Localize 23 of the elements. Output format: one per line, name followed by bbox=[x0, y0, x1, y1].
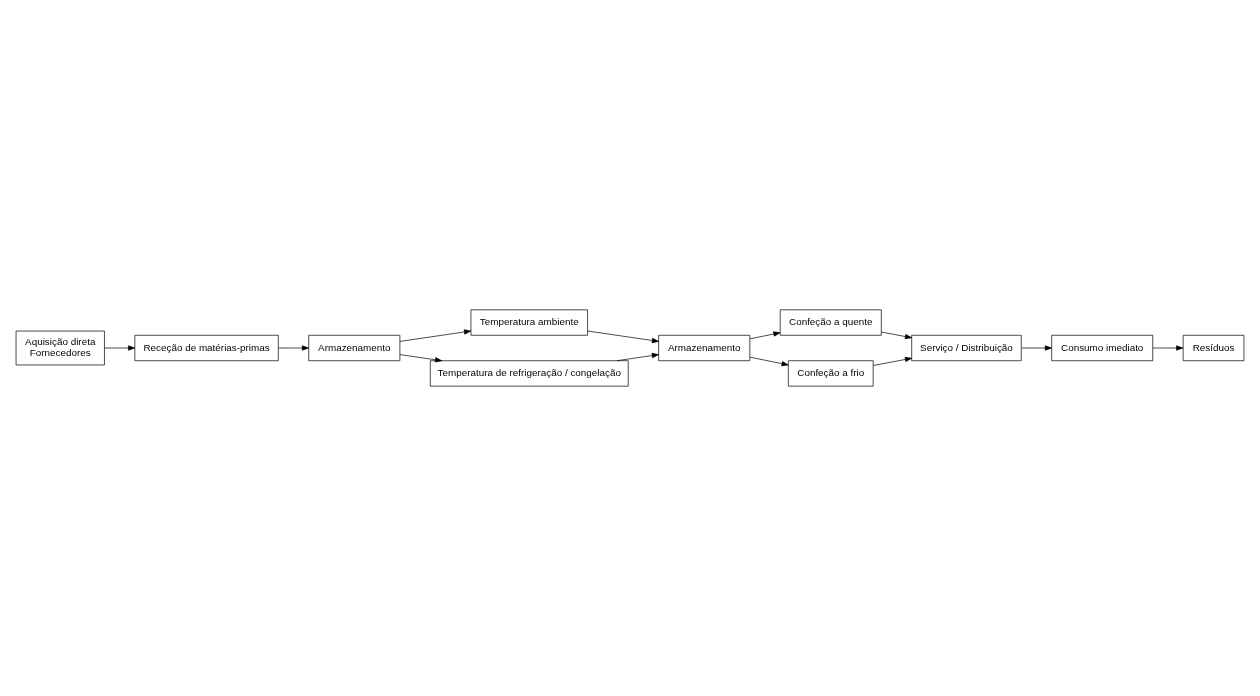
arrow bbox=[104, 345, 136, 351]
node-box: Armazenamento bbox=[308, 334, 401, 362]
arrow bbox=[278, 345, 309, 351]
node-box: Confeção a quente bbox=[779, 309, 882, 336]
arrow bbox=[1152, 345, 1184, 351]
arrow bbox=[749, 331, 781, 340]
node-box: Serviço / Distribuição bbox=[911, 334, 1022, 362]
arrow bbox=[872, 356, 913, 366]
node-box: Armazenamento bbox=[658, 334, 751, 362]
arrow bbox=[399, 354, 443, 363]
arrow bbox=[399, 329, 472, 342]
node-box: Aquisição direta Fornecedores bbox=[15, 330, 105, 366]
node-box: Resíduos bbox=[1182, 334, 1245, 362]
node-box: Confeção a frio bbox=[788, 360, 874, 387]
node-box: Temperatura ambiente bbox=[470, 309, 588, 336]
arrow bbox=[616, 352, 659, 362]
arrow bbox=[881, 331, 913, 340]
node-box: Consumo imediato bbox=[1051, 334, 1154, 362]
node-box: Receção de matérias-primas bbox=[134, 334, 279, 362]
arrow bbox=[749, 356, 789, 367]
arrow bbox=[587, 330, 659, 344]
arrow bbox=[1021, 345, 1052, 351]
node-box: Temperatura de refrigeração / congelação bbox=[429, 360, 629, 387]
